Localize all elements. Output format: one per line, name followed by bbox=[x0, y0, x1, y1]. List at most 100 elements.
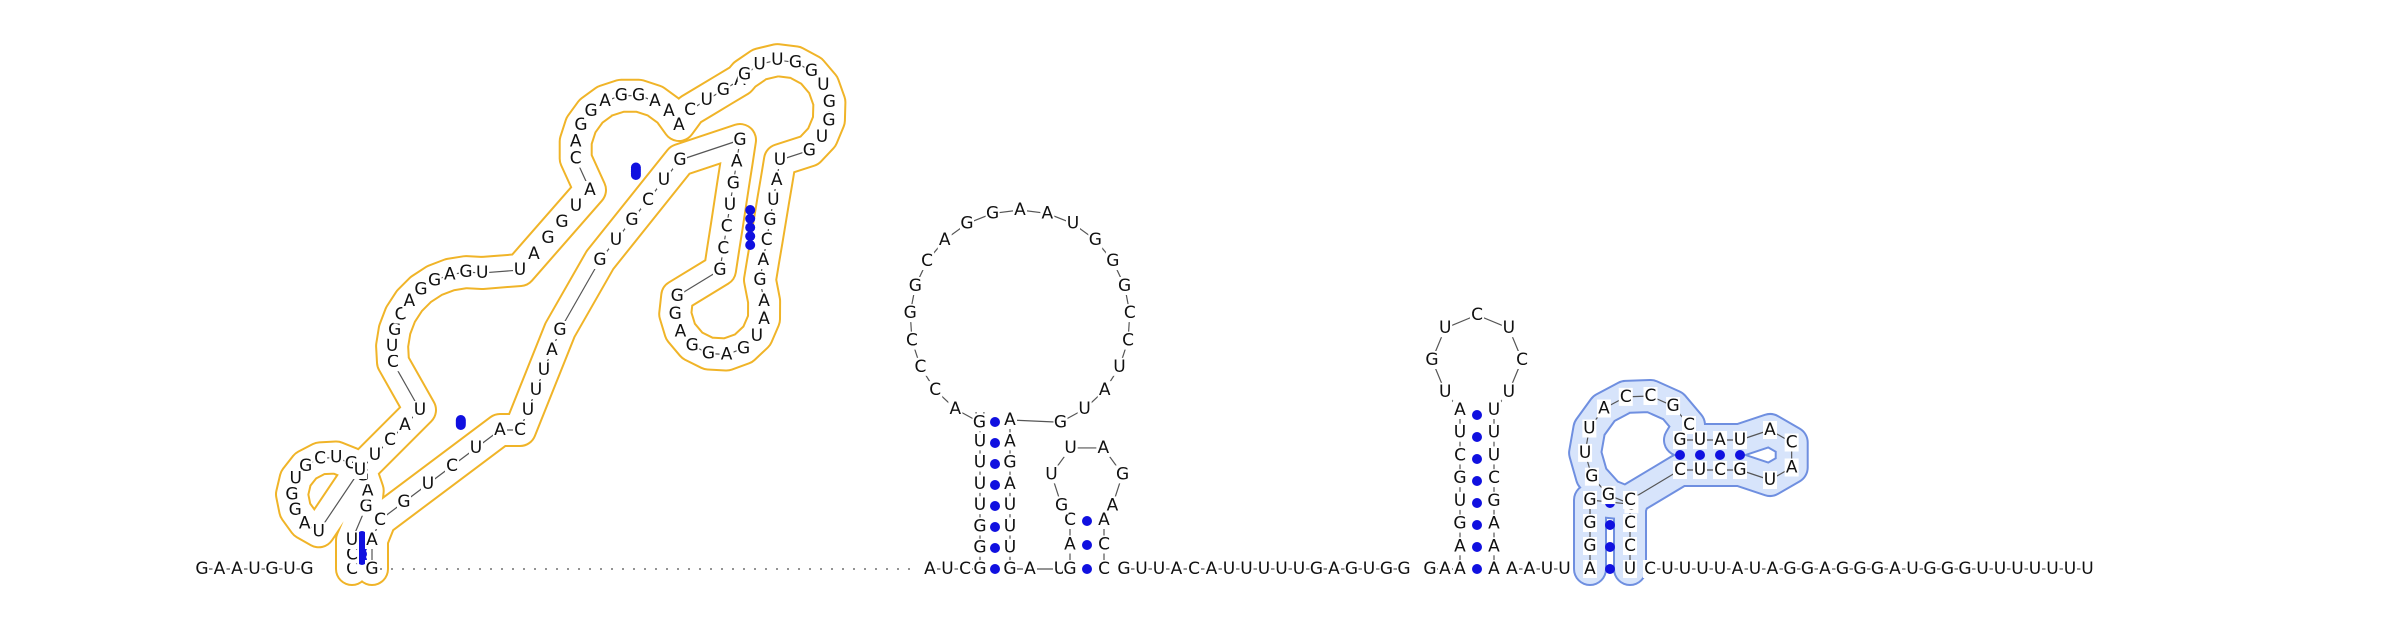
nucleotide: G bbox=[973, 559, 986, 579]
nucleotide-bg bbox=[1122, 304, 1137, 323]
nucleotide: U bbox=[1734, 430, 1746, 450]
nucleotide: U bbox=[330, 448, 342, 468]
nucleotide-bg bbox=[1818, 560, 1832, 578]
nucleotide-bg bbox=[904, 331, 919, 350]
nucleotide-bg bbox=[1578, 443, 1593, 462]
nucleotide: U bbox=[974, 495, 986, 515]
nucleotide-bg bbox=[716, 239, 731, 258]
nucleotide-bg bbox=[673, 322, 688, 341]
nucleotide-bg bbox=[716, 81, 731, 99]
nucleotide: U bbox=[1004, 516, 1016, 536]
nucleotide-bg bbox=[2010, 560, 2025, 578]
nucleotide: U bbox=[2046, 559, 2058, 579]
nucleotide-bg bbox=[2045, 560, 2060, 578]
nucleotide-bg bbox=[1453, 491, 1467, 510]
base-pair-dot bbox=[455, 420, 466, 430]
nucleotide: G bbox=[428, 271, 441, 291]
nucleotide-bg bbox=[1362, 560, 1376, 578]
nucleotide: U bbox=[354, 460, 366, 480]
nucleotide-bg bbox=[345, 531, 359, 549]
nucleotide: C bbox=[514, 420, 526, 440]
nucleotide: U bbox=[530, 380, 542, 400]
nucleotide-bg bbox=[1487, 423, 1501, 442]
nucleotide-bg bbox=[920, 252, 935, 271]
nucleotide: U bbox=[753, 54, 765, 74]
nucleotide-bg bbox=[923, 560, 937, 578]
nucleotide-bg bbox=[493, 421, 507, 439]
nucleotide-bg bbox=[329, 448, 344, 467]
nucleotide-bg bbox=[593, 251, 607, 269]
nucleotide: G bbox=[585, 101, 598, 121]
nucleotide-bg bbox=[360, 481, 375, 500]
nucleotide: G bbox=[973, 538, 986, 558]
nucleotide-bg bbox=[387, 320, 402, 339]
base-pair-dot bbox=[1735, 450, 1745, 460]
nucleotide: G bbox=[669, 304, 682, 324]
nucleotide-bg bbox=[1487, 537, 1501, 556]
nucleotide: U bbox=[700, 90, 712, 110]
base-pair-dot bbox=[1472, 410, 1482, 420]
nucleotide-bg bbox=[553, 321, 567, 339]
nucleotide-bg bbox=[427, 271, 442, 290]
nucleotide: G bbox=[1667, 396, 1680, 416]
nucleotide-bg bbox=[749, 326, 764, 345]
nucleotide: G bbox=[397, 492, 410, 512]
nucleotide-bg bbox=[973, 432, 987, 451]
nucleotide-bg bbox=[756, 251, 771, 269]
highlight-layer bbox=[275, 43, 1809, 586]
nucleotide: G bbox=[671, 286, 684, 306]
nucleotide-bg bbox=[1438, 560, 1452, 578]
nucleotide-bg bbox=[555, 213, 569, 231]
nucleotide: U bbox=[2081, 559, 2093, 579]
nucleotide: G bbox=[686, 335, 699, 355]
nucleotide-bg bbox=[398, 416, 412, 434]
nucleotide-bg bbox=[937, 230, 952, 249]
nucleotide-bg bbox=[513, 261, 527, 279]
nucleotide-bg bbox=[928, 381, 943, 400]
nucleotide: U bbox=[974, 474, 986, 494]
nucleotide-bg bbox=[1515, 351, 1529, 369]
nucleotide-bg bbox=[529, 381, 543, 399]
nucleotide-bg bbox=[673, 151, 687, 169]
base-pair-dot bbox=[630, 162, 641, 173]
nucleotide-bg bbox=[1487, 514, 1501, 533]
nucleotide: G bbox=[1425, 350, 1438, 370]
nucleotide-bg bbox=[804, 62, 819, 81]
nucleotide: U bbox=[1624, 559, 1636, 579]
nucleotide: U bbox=[290, 469, 302, 489]
backbone-segment bbox=[1009, 419, 1061, 423]
nucleotide-bg bbox=[973, 560, 987, 578]
nucleotide-bg bbox=[763, 211, 777, 229]
nucleotide: G bbox=[738, 65, 751, 85]
nucleotide: A bbox=[1488, 559, 1500, 579]
nucleotide-bg bbox=[699, 91, 714, 109]
nucleotide: U bbox=[1258, 559, 1270, 579]
nucleotide-bg bbox=[1077, 399, 1092, 418]
nucleotide-bg bbox=[1327, 560, 1341, 578]
nucleotide-bg bbox=[759, 231, 774, 249]
nucleotide-bg bbox=[1501, 382, 1516, 401]
nucleotide-bg bbox=[212, 560, 227, 578]
nucleotide-bg bbox=[625, 211, 639, 229]
nucleotide-bg bbox=[1453, 446, 1467, 465]
nucleotide: A bbox=[675, 322, 687, 342]
nucleotide: C bbox=[1124, 303, 1136, 323]
nucleotide: U bbox=[941, 559, 953, 579]
nucleotide-bg bbox=[1453, 401, 1467, 419]
nucleotide: G bbox=[1853, 559, 1866, 579]
nucleotide-bg bbox=[1152, 560, 1166, 578]
nucleotide-bg bbox=[1204, 560, 1219, 578]
nucleotide: U bbox=[1240, 559, 1252, 579]
nucleotide-bg bbox=[973, 496, 987, 515]
nucleotide: C bbox=[1098, 559, 1110, 579]
nucleotide: U bbox=[1558, 559, 1570, 579]
nucleotide: A bbox=[584, 180, 596, 200]
nucleotide: U bbox=[522, 400, 534, 420]
nucleotide: U bbox=[974, 453, 986, 473]
nucleotide-bg bbox=[940, 560, 955, 578]
nucleotide: U bbox=[422, 474, 434, 494]
nucleotide: C bbox=[1471, 305, 1483, 325]
nucleotide-bg bbox=[345, 560, 359, 578]
nucleotide: U bbox=[1994, 559, 2006, 579]
nucleotide: U bbox=[1976, 559, 1988, 579]
